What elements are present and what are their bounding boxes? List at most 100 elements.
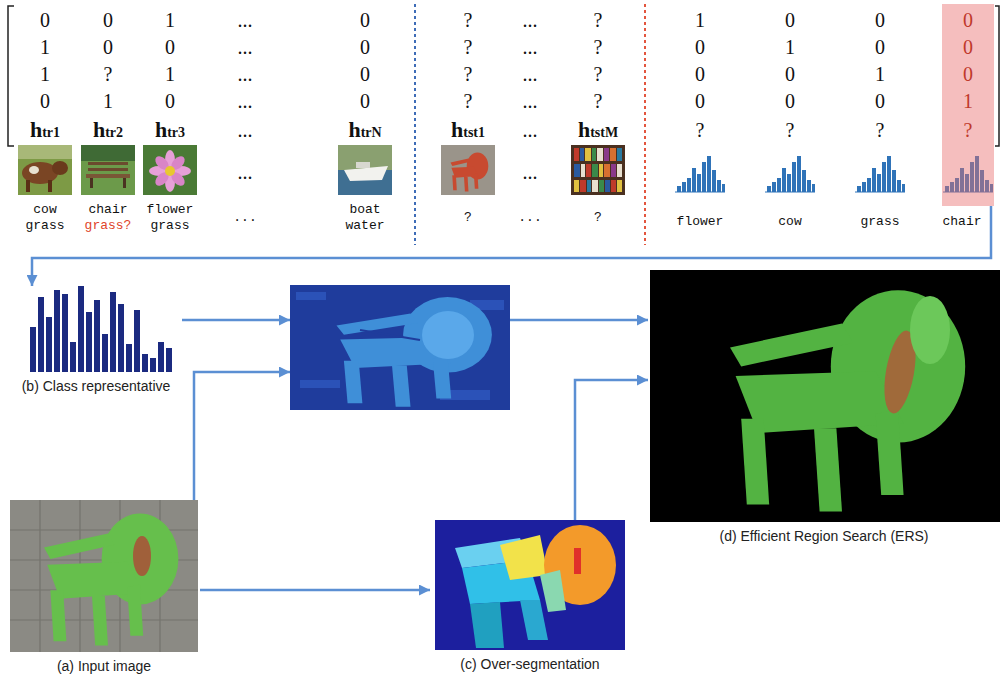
class-histogram	[150, 358, 156, 372]
cow-photo	[18, 145, 72, 159]
matrix-entry: ?	[594, 37, 603, 57]
ers-result	[650, 270, 1000, 522]
flower-photo	[165, 166, 175, 176]
matrix-entry: ?	[594, 10, 603, 30]
matrix-entry: ...	[523, 91, 538, 111]
image-tag: grass	[860, 214, 899, 230]
matrix-entry: 0	[695, 37, 705, 57]
bookshelf-photo	[571, 145, 625, 195]
matrix-entry: 0	[360, 37, 370, 57]
score-map	[296, 292, 326, 300]
bookshelf-photo	[592, 148, 596, 161]
matrix-entry: ?	[464, 37, 473, 57]
matrix-entry: 1	[875, 64, 885, 84]
matrix-entry: 0	[875, 37, 885, 57]
panel-caption: (d) Efficient Region Search (ERS)	[648, 527, 1000, 545]
bookshelf-photo	[574, 180, 579, 192]
score-map	[337, 297, 492, 407]
bench-photo	[88, 168, 128, 171]
boat-photo	[338, 145, 392, 195]
input-photo	[44, 514, 178, 646]
matrix-entry: 0	[165, 37, 175, 57]
score-map	[300, 380, 340, 388]
image-tag: ?	[594, 210, 602, 226]
matrix-entry: 0	[963, 64, 973, 84]
flow-arrow	[510, 319, 648, 322]
bookshelf-photo	[585, 148, 591, 161]
matrix-entry: ?	[696, 120, 705, 140]
cow-photo	[18, 145, 72, 195]
boat-photo	[338, 145, 392, 195]
flower-photo	[143, 145, 197, 195]
matrix-entry: ?	[464, 91, 473, 111]
class-histogram	[102, 334, 108, 372]
matrix-entry: 1	[963, 91, 973, 111]
panel-caption: (b) Class representative	[10, 377, 182, 395]
bookshelf-photo	[592, 180, 598, 192]
matrix-entry: ...	[238, 64, 253, 84]
class-histogram	[54, 290, 60, 372]
matrix-entry: 0	[695, 91, 705, 111]
over-segmentation-map	[435, 520, 625, 650]
class-histogram	[30, 286, 172, 372]
matrix-entry: 1	[785, 37, 795, 57]
divider-line	[644, 4, 646, 245]
matrix-entry: 0	[695, 64, 705, 84]
cow-photo	[26, 180, 30, 192]
matrix-entry: ?	[876, 120, 885, 140]
bench-photo	[81, 145, 135, 195]
bookshelf-photo	[610, 148, 616, 161]
class-histogram	[46, 317, 52, 372]
matrix-entry: ?	[786, 120, 795, 140]
matrix-entry: 0	[360, 91, 370, 111]
bookshelf-photo	[617, 148, 622, 161]
matrix-entry: ...	[523, 10, 538, 30]
ers-result	[910, 296, 950, 364]
matrix-entry: 1	[165, 10, 175, 30]
bench-photo	[90, 178, 93, 188]
matrix-entry: 1	[165, 64, 175, 84]
flow-arrow	[575, 380, 648, 520]
over-segmentation-map	[574, 548, 581, 574]
cow-photo	[29, 166, 39, 174]
matrix-entry: 0	[360, 10, 370, 30]
input-photo	[10, 500, 198, 652]
matrix-entry: ...	[523, 64, 538, 84]
matrix-entry: 0	[165, 91, 175, 111]
matrix-entry: 0	[360, 64, 370, 84]
flower-photo	[143, 145, 197, 195]
matrix-entry: 0	[963, 37, 973, 57]
histogram-vector-label: htrN	[348, 119, 381, 141]
input-photo	[133, 536, 151, 576]
matrix-entry: 1	[103, 91, 113, 111]
matrix-bracket	[995, 6, 999, 146]
matrix-entry: 1	[695, 10, 705, 30]
bookshelf-photo	[605, 180, 610, 192]
divider-line	[414, 4, 416, 245]
over-segmentation: (c) Over-segmentation	[430, 520, 630, 673]
bookshelf-photo	[586, 164, 591, 177]
input-image: (a) Input image	[8, 500, 200, 675]
class-histogram	[126, 344, 132, 372]
bookshelf-photo	[580, 180, 586, 192]
class-histogram	[118, 304, 124, 372]
matrix-entry: ...	[238, 162, 253, 182]
class-histogram	[158, 342, 164, 372]
over-segmentation-map	[470, 602, 504, 648]
bench-photo	[88, 162, 128, 165]
matrix-entry: 0	[40, 91, 50, 111]
bookshelf-photo	[592, 164, 598, 177]
bench-photo	[123, 178, 126, 188]
matrix-entry: 1	[40, 64, 50, 84]
bookshelf-photo	[574, 164, 580, 177]
image-tag: boat water	[337, 202, 393, 234]
class-histogram	[30, 327, 36, 372]
class-histogram	[62, 294, 68, 372]
ers-result	[650, 270, 1000, 522]
bookshelf-photo	[617, 180, 622, 192]
matrix-entry: ?	[464, 64, 473, 84]
score-map	[290, 285, 510, 410]
matrix-entry: 0	[875, 91, 885, 111]
histogram-vector-label: htr2	[93, 119, 123, 141]
matrix-entry: ...	[523, 37, 538, 57]
